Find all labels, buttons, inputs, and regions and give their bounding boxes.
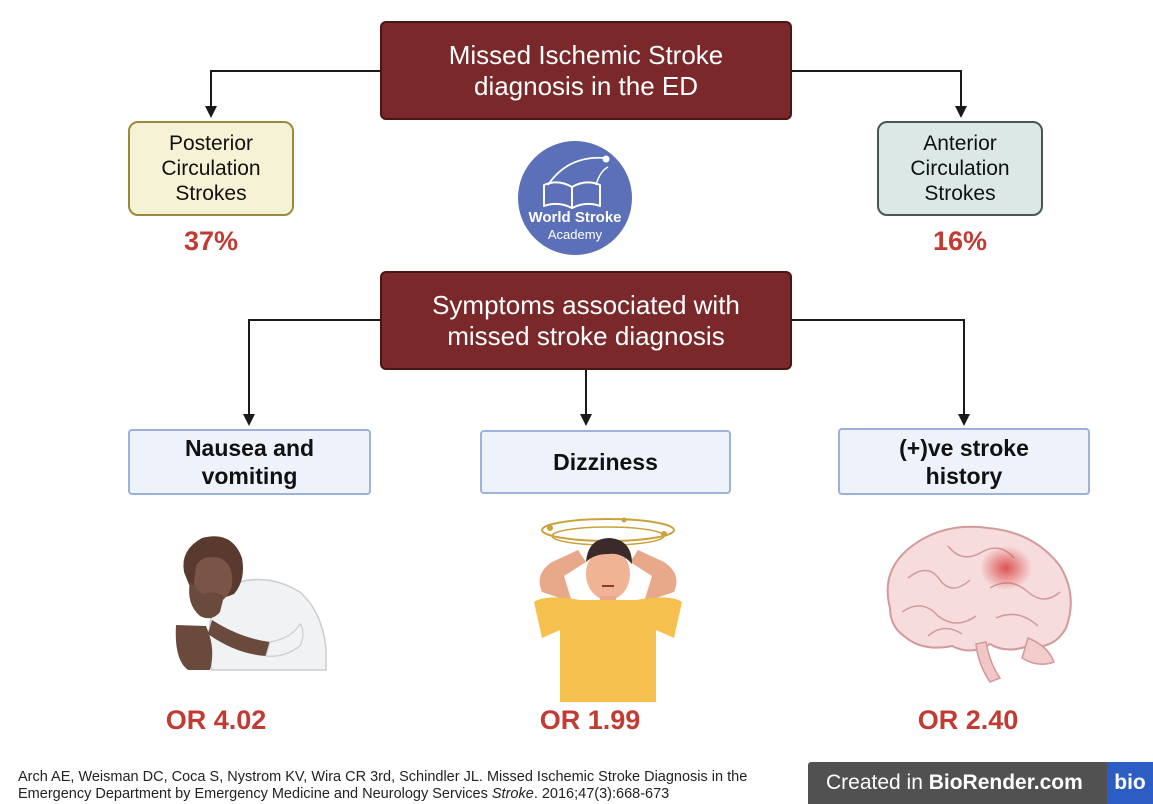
citation-text: Arch AE, Weisman DC, Coca S, Nystrom KV,… bbox=[18, 769, 748, 802]
dizziness-label: Dizziness bbox=[553, 449, 658, 475]
badge-brand: BioRender.com bbox=[928, 771, 1083, 794]
top-title-line1: Missed Ischemic Stroke bbox=[448, 39, 724, 70]
dizzy-person-icon bbox=[534, 517, 682, 702]
nausea-person-icon bbox=[175, 536, 327, 671]
logo-line2: Academy bbox=[547, 227, 603, 242]
top-title-box: Missed Ischemic Stroke diagnosis in the … bbox=[380, 21, 792, 120]
posterior-percent: 37% bbox=[183, 226, 239, 256]
citation-journal: Stroke bbox=[491, 786, 534, 802]
symptoms-title-line1: Symptoms associated with bbox=[432, 289, 740, 320]
nausea-or-value: OR 4.02 bbox=[165, 705, 267, 735]
biorender-badge[interactable]: Created in BioRender.com bio bbox=[808, 762, 1153, 804]
posterior-line2: Circulation bbox=[161, 157, 261, 180]
symptoms-title-line2: missed stroke diagnosis bbox=[447, 320, 725, 351]
stroke-history-box: (+)ve stroke history bbox=[838, 428, 1090, 495]
anterior-line3: Strokes bbox=[924, 182, 996, 205]
citation-details: . 2016;47(3):668-673 bbox=[533, 786, 670, 802]
arrow-to-anterior bbox=[792, 70, 967, 118]
posterior-circulation-box: Posterior Circulation Strokes bbox=[128, 121, 294, 216]
arrow-to-posterior bbox=[205, 70, 380, 118]
history-or-value: OR 2.40 bbox=[917, 705, 1019, 735]
brain-icon bbox=[886, 525, 1072, 683]
posterior-line3: Strokes bbox=[175, 182, 247, 205]
posterior-line1: Posterior bbox=[168, 132, 254, 155]
biorender-logo-icon: bio bbox=[1107, 762, 1153, 804]
history-line1: (+)ve stroke bbox=[899, 434, 1029, 461]
anterior-line2: Circulation bbox=[910, 157, 1010, 180]
citation: Arch AE, Weisman DC, Coca S, Nystrom KV,… bbox=[18, 769, 818, 803]
dizziness-or-value: OR 1.99 bbox=[539, 705, 641, 735]
symptoms-title-box: Symptoms associated with missed stroke d… bbox=[380, 271, 792, 370]
nausea-line1: Nausea and bbox=[184, 435, 315, 461]
badge-prefix: Created in bbox=[826, 771, 929, 794]
arrow-to-history bbox=[792, 319, 970, 426]
arrow-to-nausea bbox=[243, 319, 380, 426]
anterior-circulation-box: Anterior Circulation Strokes bbox=[877, 121, 1043, 216]
book-logo-icon bbox=[543, 155, 610, 209]
logo-line1: World Stroke bbox=[528, 209, 622, 226]
nausea-vomiting-box: Nausea and vomiting bbox=[128, 429, 371, 495]
badge-text: Created in BioRender.com bbox=[808, 771, 1083, 795]
anterior-line1: Anterior bbox=[923, 132, 997, 155]
top-title-line2: diagnosis in the ED bbox=[473, 70, 699, 101]
anterior-percent: 16% bbox=[932, 226, 988, 256]
nausea-line2: vomiting bbox=[201, 463, 298, 489]
world-stroke-academy-logo: World Stroke Academy bbox=[518, 141, 632, 255]
history-line2: history bbox=[925, 462, 1003, 489]
dizziness-box: Dizziness bbox=[480, 430, 731, 494]
